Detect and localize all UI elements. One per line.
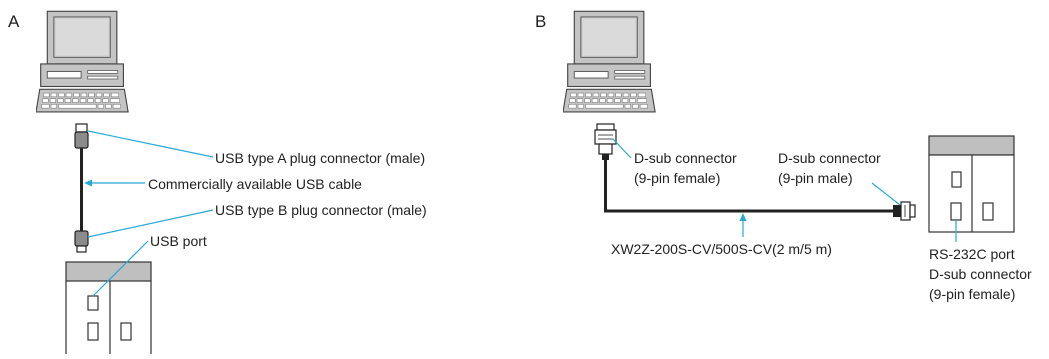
usb-b-plug-label: USB type B plug connector (male) [215, 202, 427, 218]
usb-port [87, 295, 99, 311]
usb-b-plug-icon [74, 230, 89, 253]
dsub-male-label-line1: D-sub connector [778, 150, 881, 166]
computer-icon-a [36, 10, 129, 113]
arrowhead-icon [739, 213, 747, 221]
dsub-male-label-line2: (9-pin male) [778, 170, 853, 186]
rs232c-label-line2: D-sub connector [929, 266, 1032, 282]
leader-lines-b [612, 138, 957, 242]
cable-model-label: XW2Z-200S-CV/500S-CV(2 m/5 m) [611, 241, 832, 257]
usb-a-plug-label: USB type A plug connector (male) [215, 150, 426, 166]
rs232c-label-line3: (9-pin female) [929, 286, 1016, 302]
usb-cable-label: Commercially available USB cable [148, 176, 362, 192]
arrowhead-icon [84, 179, 92, 187]
usb-port-label: USB port [150, 233, 207, 249]
rs232c-port [950, 202, 962, 221]
panel-label-b: B [535, 12, 547, 31]
dsub-female-label-line1: D-sub connector [634, 150, 737, 166]
dsub-female-connector-icon [594, 123, 617, 160]
leader-lines-a [87, 130, 214, 297]
rs232c-cable [604, 160, 893, 213]
usb-a-plug-icon [74, 123, 89, 149]
diagram-a [36, 10, 214, 354]
dsub-male-connector-icon [893, 201, 916, 221]
dsub-female-label-line2: (9-pin female) [634, 170, 721, 186]
plc-device-b [928, 135, 1015, 233]
computer-icon-b [563, 10, 656, 113]
rs232c-label-line1: RS-232C port [929, 246, 1015, 262]
plc-device-a [65, 261, 152, 354]
diagram-b [563, 10, 1015, 242]
panel-label-a: A [8, 12, 20, 31]
